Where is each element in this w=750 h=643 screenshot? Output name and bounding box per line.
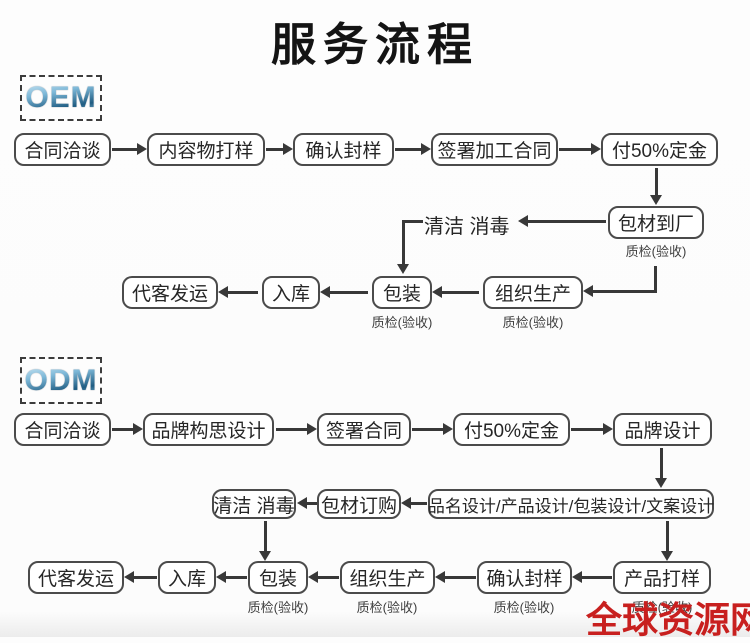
oem-stage-label: OEM <box>25 81 97 114</box>
arrow-left <box>297 497 317 509</box>
arrow-down <box>397 220 409 274</box>
node-oem-organize-production: 组织生产 <box>483 276 583 309</box>
node-odm-product-sampling: 产品打样 <box>613 561 711 594</box>
arrow-right <box>559 143 601 155</box>
node-oem-packaging-material-arrival: 包材到厂 <box>608 206 704 239</box>
node-odm-organize-production: 组织生产 <box>340 561 435 594</box>
qc-label-oem-production: 质检(验收) <box>502 315 564 330</box>
arrow-left <box>583 285 656 297</box>
node-oem-shipping-on-behalf: 代客发运 <box>122 276 218 309</box>
qc-label-odm-packing: 质检(验收) <box>247 600 309 615</box>
node-oem-pay-50-deposit: 付50%定金 <box>601 133 718 166</box>
node-oem-packing: 包装 <box>372 276 432 309</box>
qc-label-oem-packing: 质检(验收) <box>371 315 433 330</box>
qc-label-oem-arrival: 质检(验收) <box>625 244 687 259</box>
arrow-right <box>412 423 453 435</box>
elbow-line <box>654 266 657 293</box>
node-odm-warehousing: 入库 <box>158 561 216 594</box>
node-odm-packaging-material-order: 包材订购 <box>317 489 401 519</box>
arrow-down <box>650 168 662 205</box>
site-watermark: 全球资源网 <box>586 599 750 640</box>
arrow-down <box>655 448 667 488</box>
arrow-left <box>320 286 368 298</box>
label-oem-clean-disinfect: 清洁 消毒 <box>424 216 510 238</box>
arrow-left <box>401 497 427 509</box>
node-odm-brand-concept-design: 品牌构思设计 <box>143 413 274 446</box>
arrow-left <box>432 286 479 298</box>
qc-label-odm-sealed: 质检(验收) <box>493 600 555 615</box>
node-oem-confirm-sealed-sample: 确认封样 <box>293 133 394 166</box>
page-title: 服务流程 <box>270 19 479 70</box>
node-odm-contract-negotiation: 合同洽谈 <box>14 413 111 446</box>
arrow-right <box>395 143 431 155</box>
arrow-left <box>572 571 612 583</box>
odm-stage-label: ODM <box>24 363 98 397</box>
arrow-right <box>112 423 143 435</box>
qc-label-odm-production: 质检(验收) <box>356 600 418 615</box>
node-odm-design-combo: 品名设计/产品设计/包装设计/文案设计 <box>428 489 714 519</box>
arrow-down <box>259 521 271 561</box>
arrow-left <box>218 286 258 298</box>
arrow-right <box>276 423 317 435</box>
arrow-right <box>112 143 147 155</box>
arrow-left <box>435 571 476 583</box>
qc-label-odm-sampling: 质检(验收) <box>631 600 693 615</box>
node-odm-clean-disinfect: 清洁 消毒 <box>212 489 296 519</box>
arrow-right <box>266 143 293 155</box>
node-oem-contract-negotiation: 合同洽谈 <box>14 133 111 166</box>
arrow-left <box>216 571 247 583</box>
odm-stage-box: ODM <box>20 357 102 404</box>
arrow-down <box>661 521 673 561</box>
arrow-left <box>124 571 157 583</box>
node-odm-sign-contract: 签署合同 <box>317 413 411 446</box>
node-odm-pay-50-deposit: 付50%定金 <box>453 413 570 446</box>
node-odm-packing: 包装 <box>248 561 308 594</box>
elbow-line <box>403 220 423 223</box>
arrow-right <box>571 423 613 435</box>
node-oem-content-sampling: 内容物打样 <box>147 133 265 166</box>
node-oem-sign-processing-contract: 签署加工合同 <box>431 133 558 166</box>
arrow-left <box>308 571 339 583</box>
node-oem-warehousing: 入库 <box>262 276 320 309</box>
node-odm-shipping-on-behalf: 代客发运 <box>28 561 124 594</box>
node-odm-brand-design: 品牌设计 <box>613 413 712 446</box>
oem-stage-box: OEM <box>20 75 102 121</box>
arrow-left <box>518 215 606 227</box>
node-odm-confirm-sealed-sample: 确认封样 <box>477 561 572 594</box>
